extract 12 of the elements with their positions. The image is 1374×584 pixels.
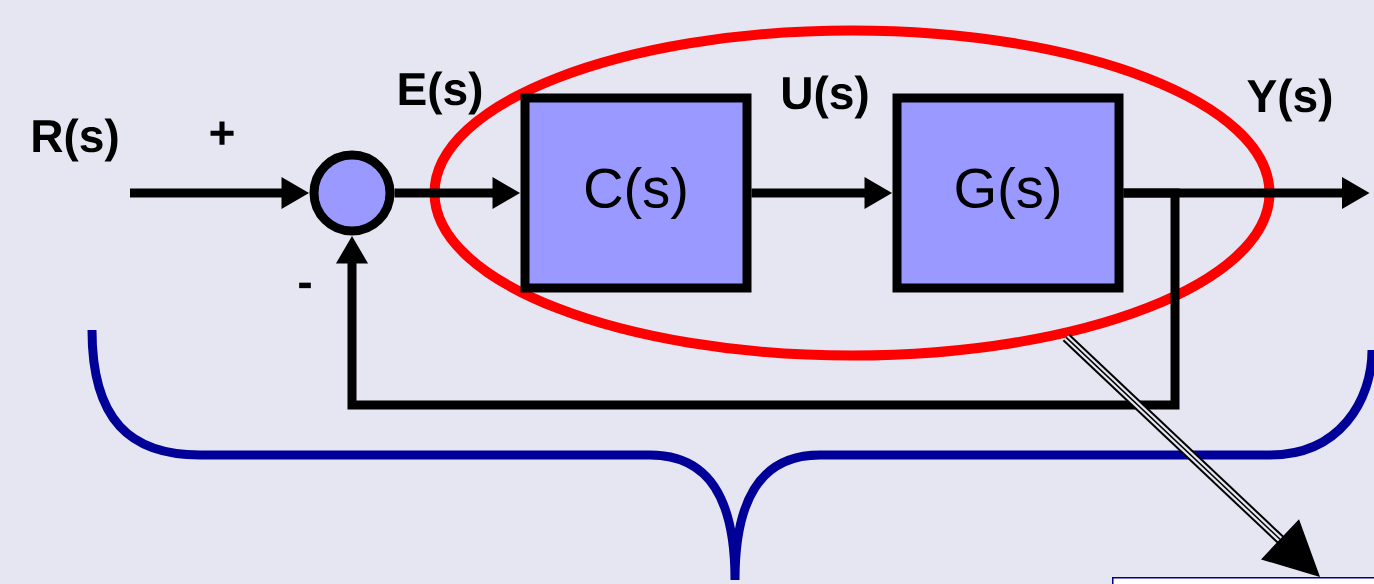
block-box: C(s) — [520, 93, 752, 293]
block-box: G(s) — [892, 93, 1124, 293]
signal-label: U(s) — [783, 75, 868, 119]
sign-label: - — [299, 282, 311, 289]
signal-label: Y(s) — [1247, 78, 1332, 122]
feedback-arrow — [335, 188, 1180, 410]
box — [1112, 577, 1374, 584]
signal-label: R(s) — [33, 118, 118, 162]
summing-junction — [309, 150, 395, 236]
signal-label: E(s) — [399, 71, 482, 115]
sign-label: + — [210, 121, 234, 145]
triple-line-arrow — [1062, 333, 1320, 577]
